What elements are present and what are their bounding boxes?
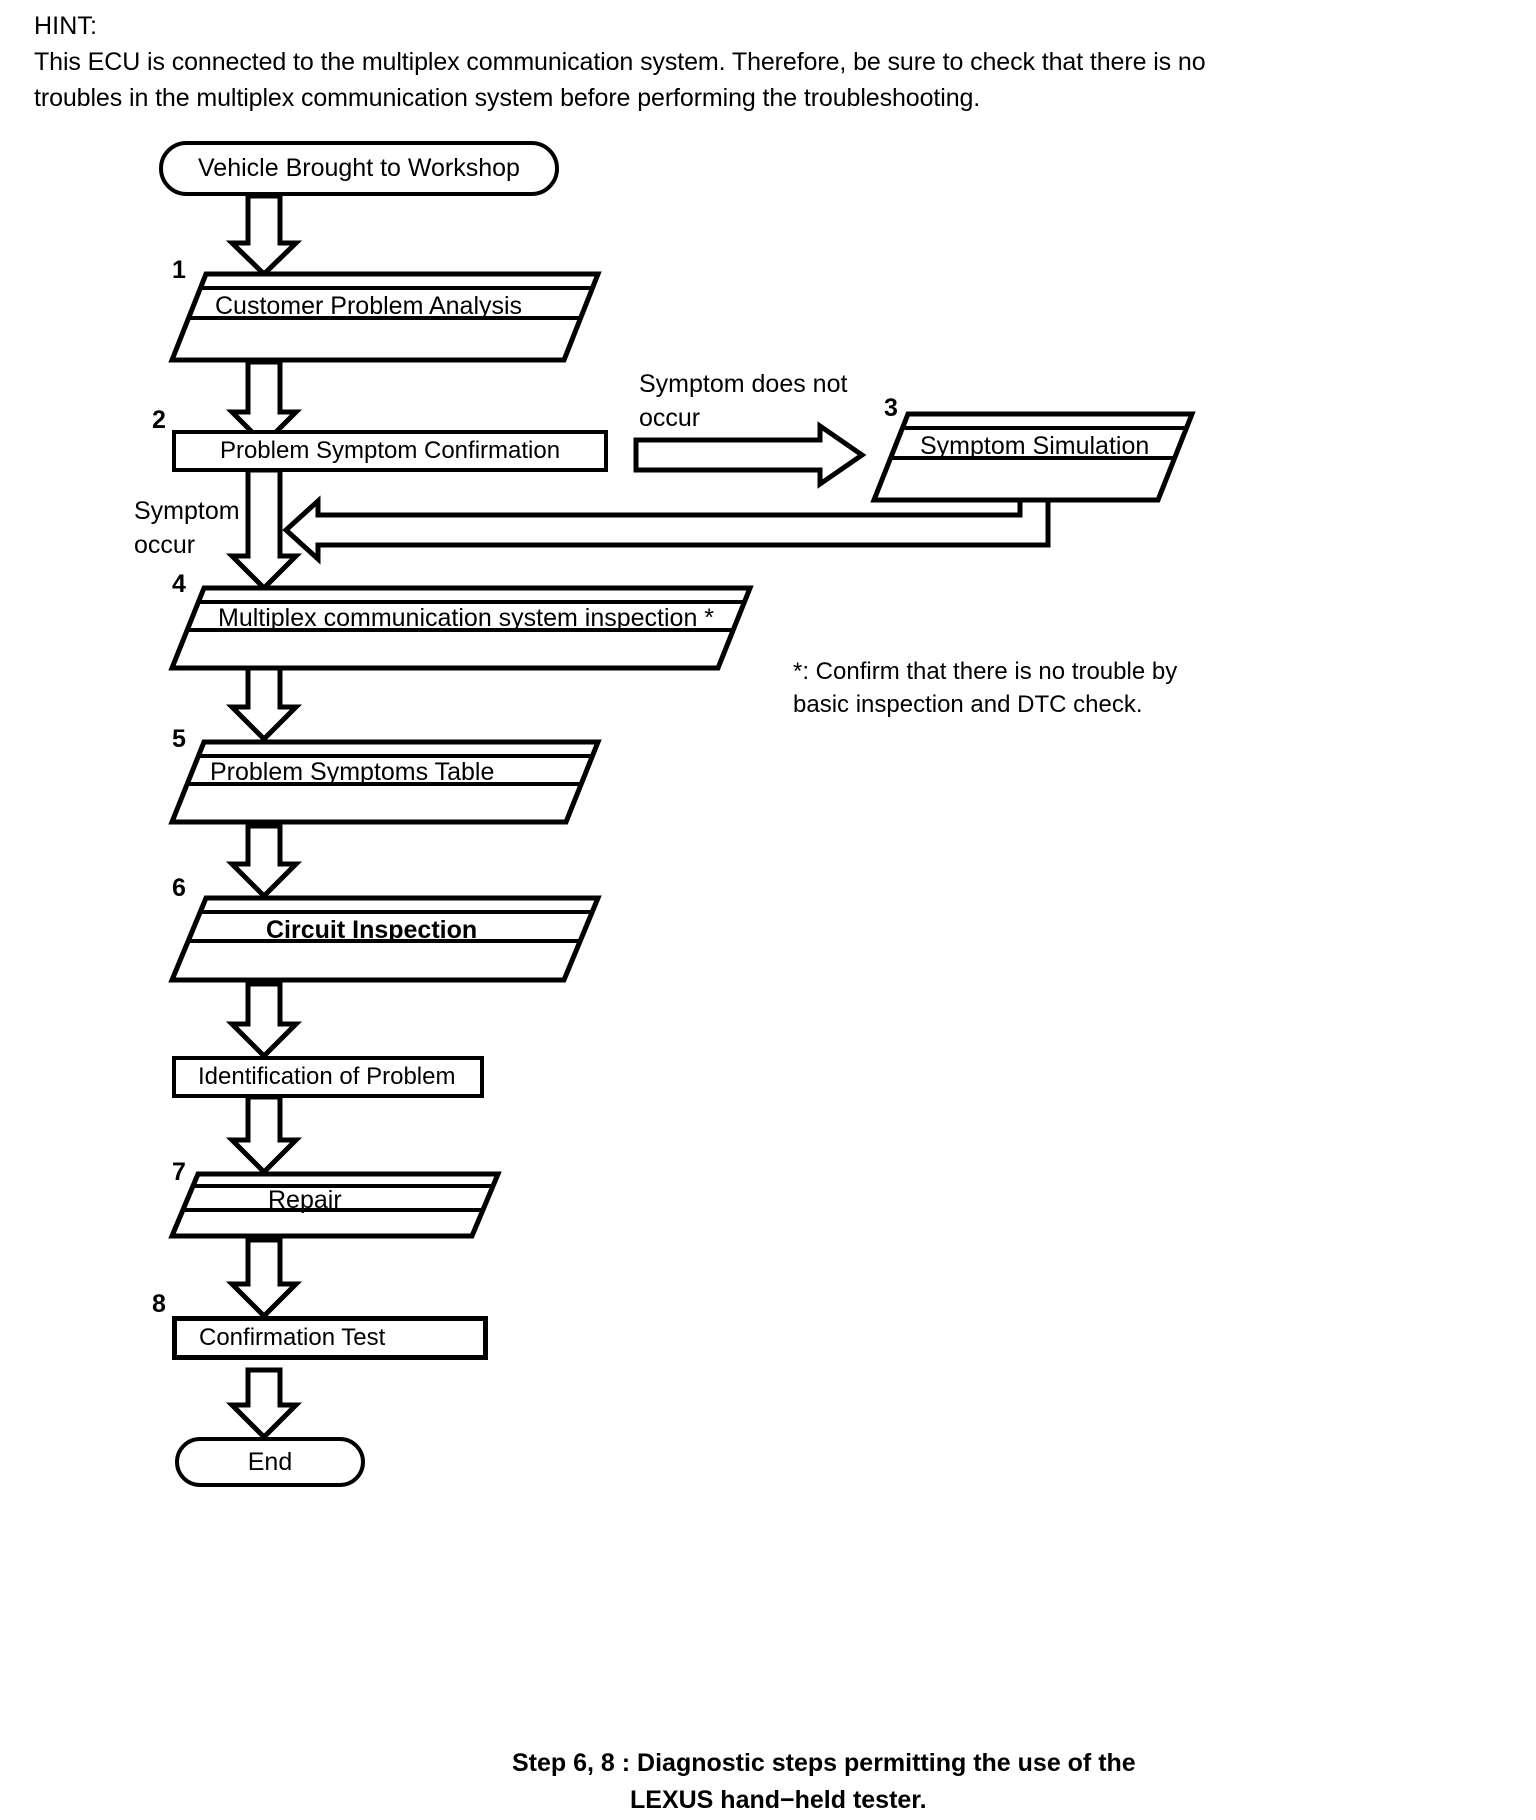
step-number-8: 8 bbox=[152, 1290, 166, 1318]
step-number-2: 2 bbox=[152, 406, 166, 434]
arrow-start-to-step1 bbox=[225, 193, 303, 278]
node-start-vehicle-brought-to-workshop[interactable]: Vehicle Brought to Workshop bbox=[159, 141, 559, 196]
node-step-4-multiplex-communication-system-inspection[interactable]: Multiplex communication system inspectio… bbox=[168, 585, 754, 672]
arrow-step6-to-identification bbox=[225, 981, 303, 1060]
step-number-4: 4 bbox=[172, 570, 186, 598]
hint-text: This ECU is connected to the multiplex c… bbox=[34, 48, 1206, 112]
branch-label-symptom-occur: Symptom occur bbox=[134, 497, 240, 559]
step-number-5: 5 bbox=[172, 725, 186, 753]
bottom-caption-line-2: LEXUS hand−held tester. bbox=[630, 1786, 927, 1814]
arrow-identification-to-repair bbox=[225, 1094, 303, 1176]
footnote-star-note: *: Confirm that there is no trouble by b… bbox=[793, 658, 1178, 718]
node-step-2-problem-symptom-confirmation[interactable]: Problem Symptom Confirmation bbox=[172, 430, 608, 472]
node-identification-of-problem-label: Identification of Problem bbox=[198, 1063, 456, 1090]
bottom-caption-line-1: Step 6, 8 : Diagnostic steps permitting … bbox=[512, 1749, 1136, 1777]
node-end-label: End bbox=[247, 1447, 293, 1476]
bottom-caption: Step 6, 8 : Diagnostic steps permitting … bbox=[512, 1745, 1212, 1819]
node-start-label: Vehicle Brought to Workshop bbox=[198, 154, 520, 182]
node-step-7-repair[interactable]: Repair bbox=[168, 1171, 502, 1240]
node-step-2-label: Problem Symptom Confirmation bbox=[219, 437, 561, 464]
node-step-5-problem-symptoms-table[interactable]: Problem Symptoms Table bbox=[168, 739, 602, 826]
node-step-6-label: Circuit Inspection bbox=[266, 916, 478, 944]
arrow-repair-to-confirmation bbox=[225, 1237, 303, 1320]
node-step-6-circuit-inspection[interactable]: Circuit Inspection bbox=[168, 895, 602, 984]
step-number-7: 7 bbox=[172, 1158, 186, 1186]
node-step-4-label: Multiplex communication system inspectio… bbox=[218, 604, 715, 632]
node-step-8-confirmation-test[interactable]: Confirmation Test bbox=[172, 1316, 488, 1360]
hint-block: HINT: This ECU is connected to the multi… bbox=[34, 8, 1304, 116]
node-step-7-label: Repair bbox=[268, 1186, 342, 1214]
hint-label: HINT: bbox=[34, 12, 97, 40]
node-step-1-customer-problem-analysis[interactable]: Customer Problem Analysis bbox=[168, 271, 602, 364]
step-number-6: 6 bbox=[172, 874, 186, 902]
node-identification-of-problem[interactable]: Identification of Problem bbox=[172, 1056, 484, 1098]
arrow-step3-return-loop bbox=[282, 495, 1051, 565]
node-step-1-label: Customer Problem Analysis bbox=[215, 292, 523, 320]
node-step-5-label: Problem Symptoms Table bbox=[210, 758, 495, 786]
arrow-step4-to-step5 bbox=[225, 665, 303, 743]
node-step-8-label: Confirmation Test bbox=[199, 1324, 386, 1351]
arrow-step5-to-step6 bbox=[225, 823, 303, 900]
node-end[interactable]: End bbox=[175, 1437, 365, 1487]
arrow-confirmation-to-end bbox=[225, 1367, 303, 1441]
step-number-3: 3 bbox=[884, 394, 898, 422]
branch-label-symptom-does-not-occur: Symptom does not occur bbox=[639, 370, 848, 432]
node-step-3-label: Symptom Simulation bbox=[920, 432, 1150, 460]
step-number-1: 1 bbox=[172, 256, 186, 284]
node-step-3-symptom-simulation[interactable]: Symptom Simulation bbox=[870, 411, 1196, 504]
